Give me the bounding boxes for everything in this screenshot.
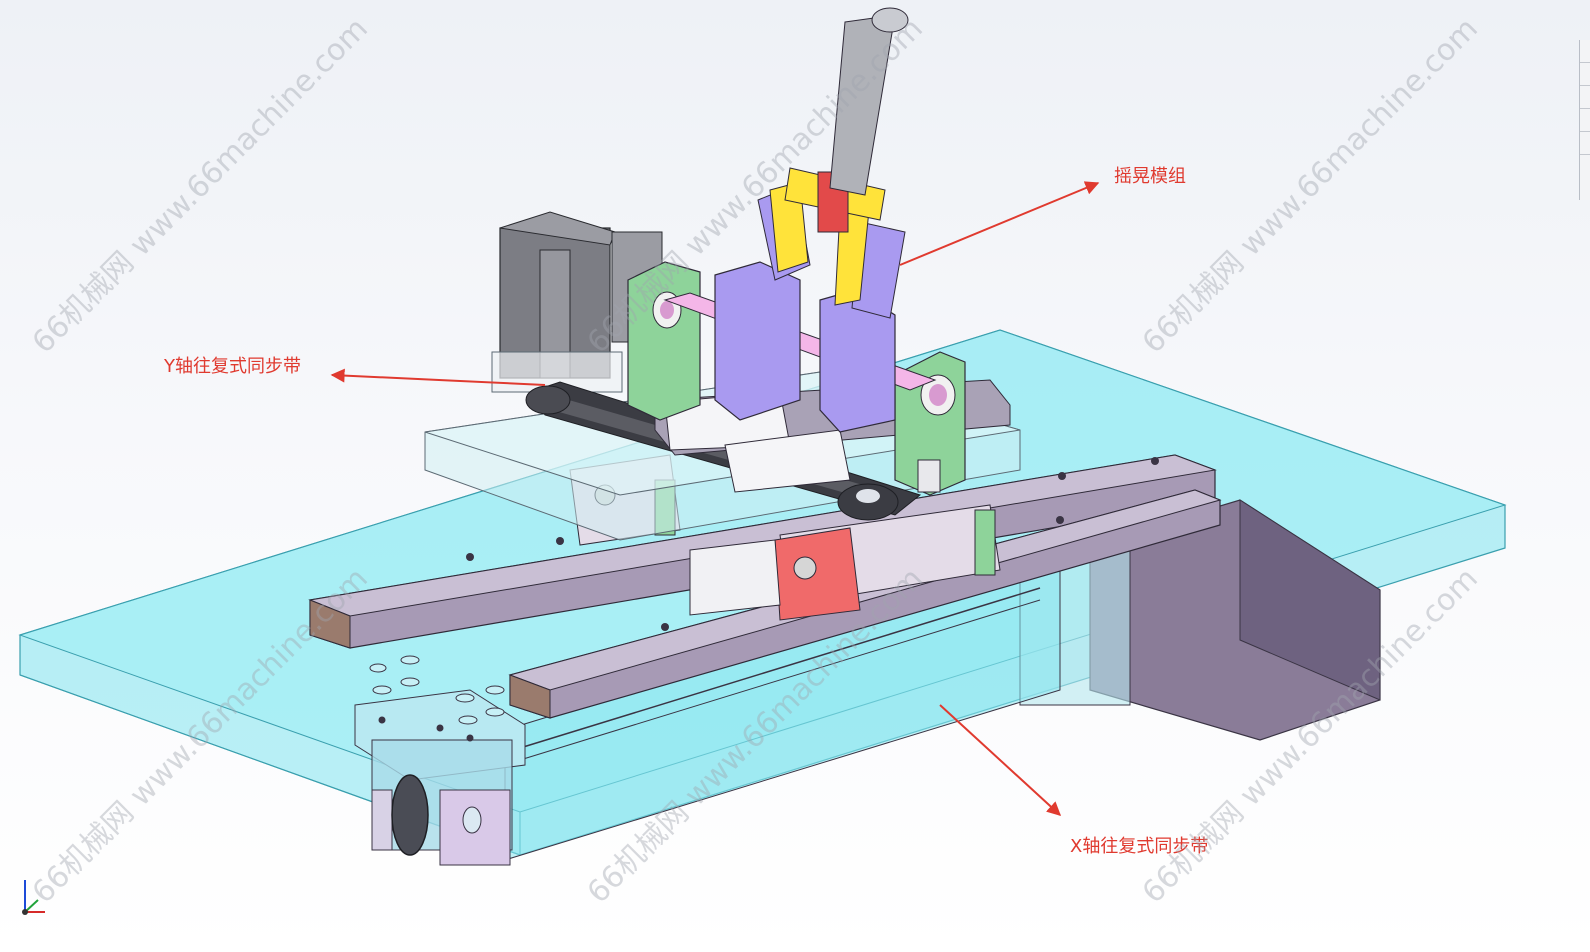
scroll-button[interactable] [1580,86,1590,109]
x-belt-pulley-block [354,655,526,866]
scroll-button[interactable] [1580,109,1590,132]
rail-carriage-front [689,504,1001,621]
label-y-axis-belt: Y轴往复式同步带 [164,356,301,377]
callout-arrow-y-belt [330,368,546,386]
swing-module [714,7,909,433]
label-swing-module: 摇晃模组 [1114,166,1186,187]
label-x-axis-belt: X轴往复式同步带 [1070,836,1209,857]
callout-arrow-swing [899,181,1100,266]
side-scrollbar[interactable] [1579,40,1590,200]
scroll-button[interactable] [1580,63,1590,86]
callout-arrow-x-belt [939,704,1062,816]
coordinate-triad-icon [22,880,45,915]
scroll-button[interactable] [1580,132,1590,155]
bolt-heads [369,655,505,725]
plate-holes [378,716,474,742]
scroll-button[interactable] [1580,40,1590,63]
